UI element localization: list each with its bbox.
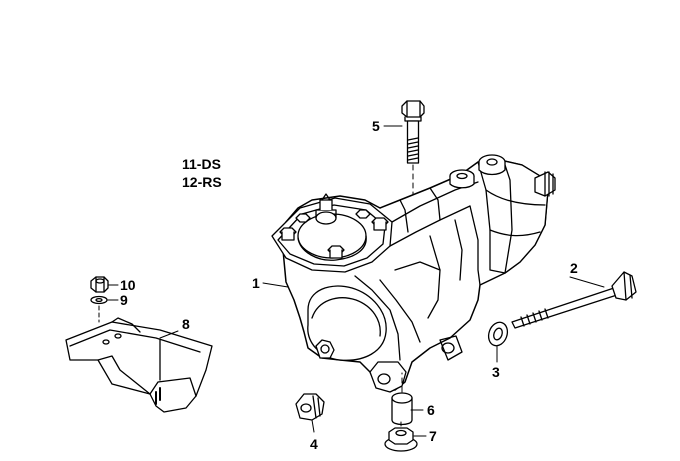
callout-8: 8 — [182, 316, 190, 332]
steering-box — [271, 154, 556, 393]
small-nut — [90, 276, 109, 293]
mounting-bracket — [65, 305, 213, 413]
callout-2: 2 — [570, 260, 578, 276]
callout-4: 4 — [310, 436, 318, 452]
rubber-bushing — [391, 372, 413, 426]
callout-9: 9 — [120, 292, 128, 308]
variant-label-rs: 12-RS — [182, 174, 222, 190]
leader-lines — [107, 125, 605, 437]
through-bolt — [511, 271, 637, 329]
callout-1: 1 — [252, 275, 260, 291]
washer — [487, 321, 509, 347]
small-washer — [90, 295, 108, 305]
callout-3: 3 — [492, 364, 500, 380]
callout-6: 6 — [427, 402, 435, 418]
callout-7: 7 — [429, 428, 437, 444]
callout-5: 5 — [372, 118, 380, 134]
callout-10: 10 — [120, 277, 136, 293]
flange-nut — [384, 421, 418, 452]
self-locking-nut — [295, 393, 325, 421]
hex-bolt — [401, 100, 425, 206]
variant-label-ds: 11-DS — [182, 156, 221, 172]
